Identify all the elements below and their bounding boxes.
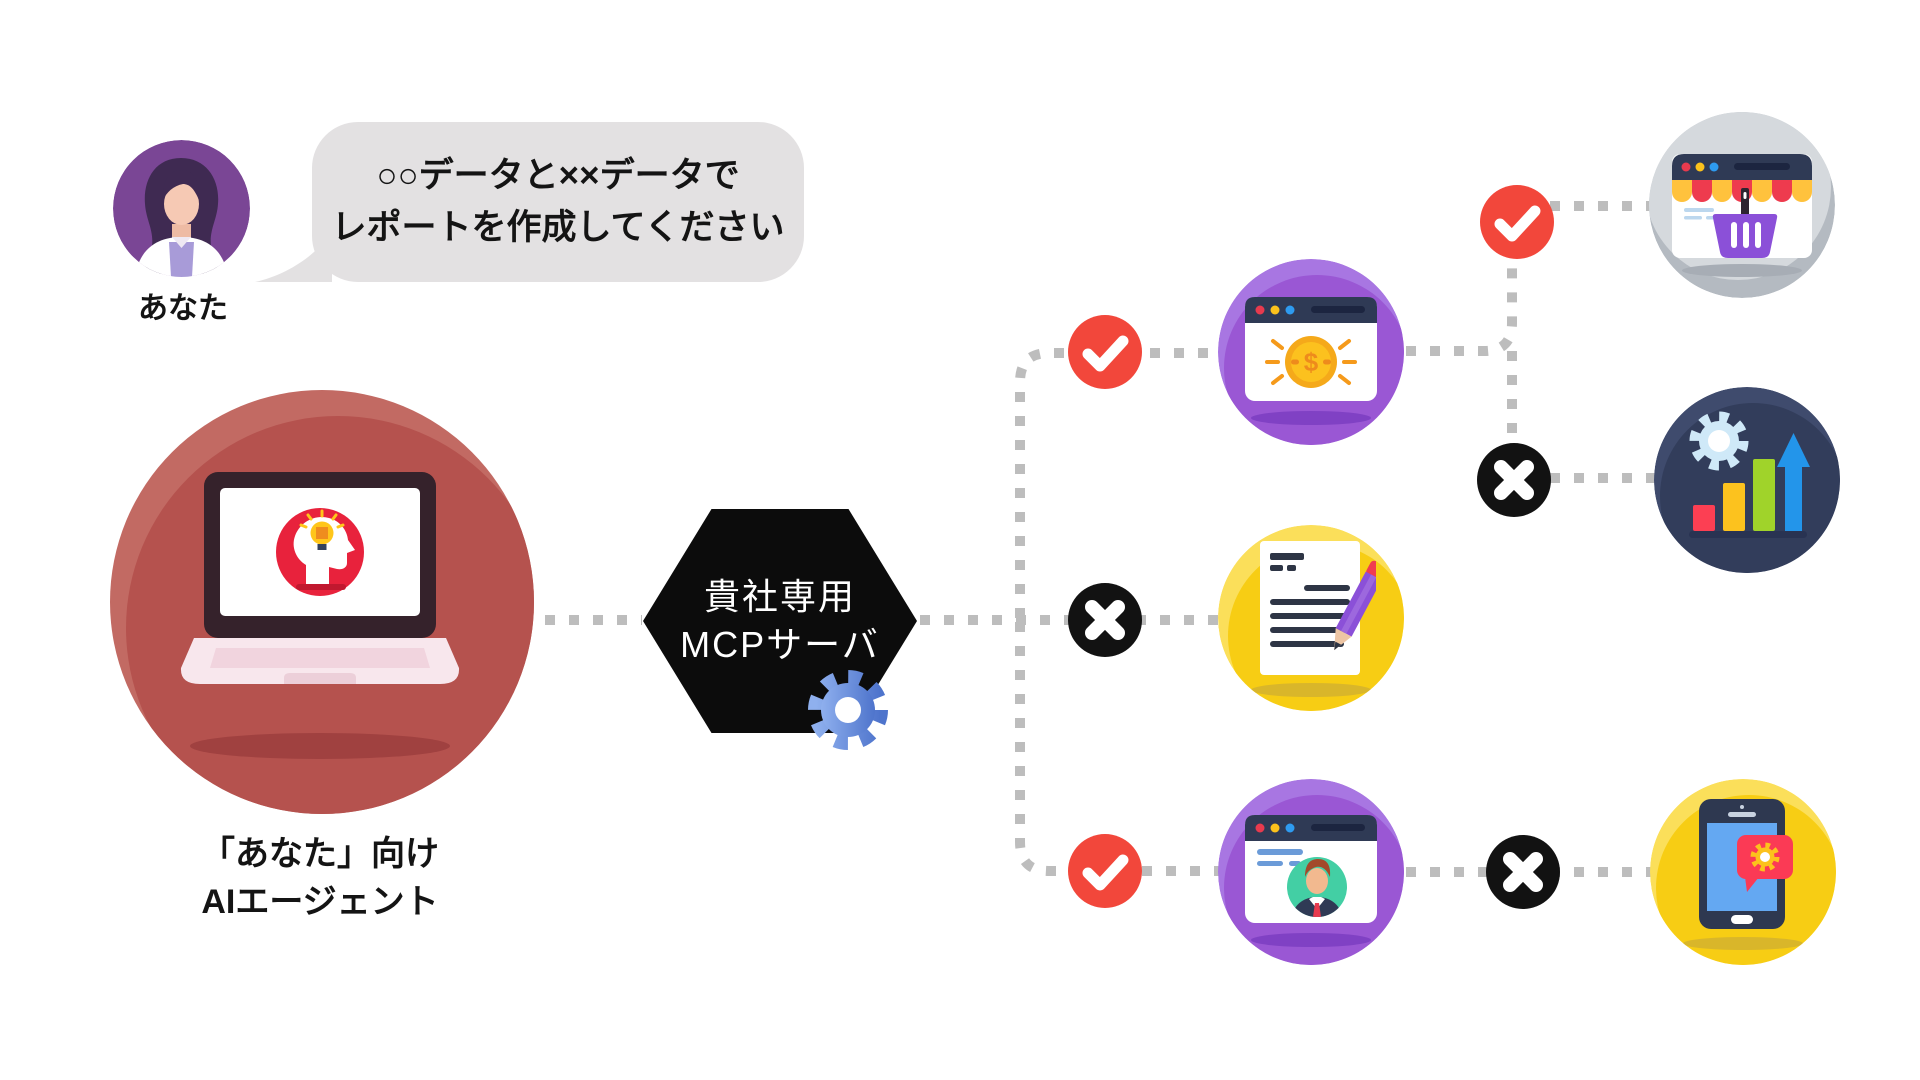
allow-badge-mcp-finance — [1068, 315, 1142, 389]
service-finance-browser: $ — [1218, 259, 1404, 445]
check-icon — [1494, 205, 1541, 242]
mobile-icon-shadow — [1683, 937, 1803, 950]
storefront-basket-icon — [1672, 154, 1812, 258]
service-profile-browser — [1218, 779, 1404, 965]
laptop-shadow — [190, 733, 450, 759]
mcp-server-line1: 貴社専用 — [703, 576, 856, 617]
edge-mcp-to-finance — [1015, 348, 1222, 618]
svg-text:$: $ — [1304, 347, 1319, 377]
profile-icon-shadow — [1251, 933, 1371, 947]
ai-agent-label: 「あなた」向け AIエージェント — [120, 830, 520, 926]
edge-mcp-to-profile — [1015, 622, 1222, 876]
ai-agent-label-line2: AIエージェント — [201, 883, 439, 921]
document-pencil-icon — [1260, 541, 1376, 675]
check-icon — [1082, 335, 1129, 372]
service-mobile-app — [1650, 779, 1836, 965]
service-document — [1218, 525, 1404, 711]
x-icon — [1494, 460, 1534, 500]
x-icon — [1085, 600, 1125, 640]
service-analytics — [1654, 387, 1840, 573]
speech-bubble-line1: ○○データと××データで — [376, 156, 740, 195]
laptop-idea-icon — [180, 472, 460, 684]
mcp-server-line2: MCPサーバ — [680, 624, 880, 665]
woman-avatar-icon — [113, 140, 250, 277]
analytics-circle-body — [1660, 403, 1840, 573]
browser-dollar-icon: $ — [1245, 297, 1377, 401]
gear-chart-icon — [1689, 411, 1810, 538]
shop-icon-shadow — [1682, 264, 1802, 277]
service-shop — [1649, 112, 1835, 298]
browser-profile-icon — [1245, 815, 1377, 923]
finance-icon-shadow — [1251, 411, 1371, 425]
x-icon — [1503, 852, 1543, 892]
ai-agent-circle — [110, 390, 534, 814]
deny-badge-profile-mobile — [1486, 835, 1560, 909]
speech-bubble-line2: レポートを作成してください — [331, 208, 785, 247]
check-icon — [1082, 854, 1129, 891]
document-icon-shadow — [1251, 683, 1371, 697]
ai-agent-label-line1: 「あなた」向け — [201, 835, 439, 873]
deny-badge-mcp-document — [1068, 583, 1142, 657]
user-label: あなた — [138, 292, 228, 325]
speech-bubble-tail — [255, 231, 332, 282]
edge-finance-to-shop — [1406, 228, 1517, 356]
speech-bubble: ○○データと××データで レポートを作成してください — [312, 122, 804, 282]
allow-badge-mcp-profile — [1068, 834, 1142, 908]
phone-notification-icon — [1699, 799, 1793, 929]
gear-icon — [808, 670, 888, 750]
deny-badge-finance-analytics — [1477, 443, 1551, 517]
allow-badge-finance-shop — [1480, 185, 1554, 259]
